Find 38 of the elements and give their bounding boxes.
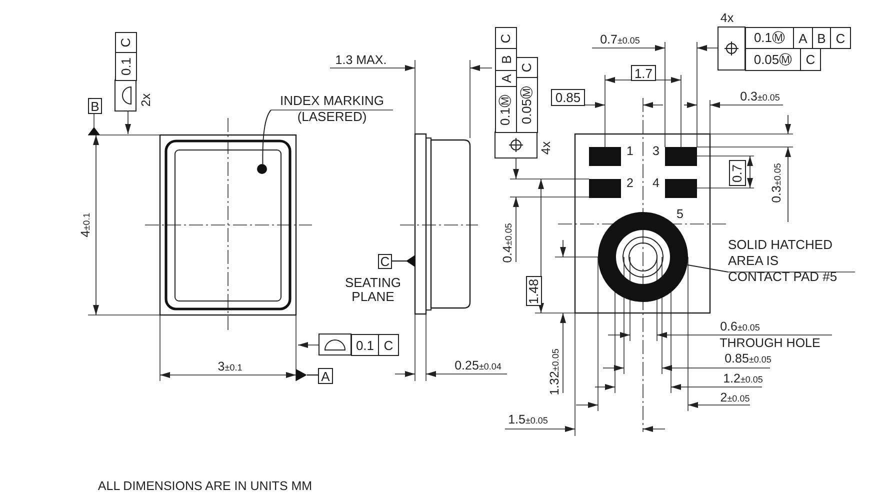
datum-letter: A: [318, 368, 333, 384]
datum-letter: C: [516, 57, 538, 78]
datum-letter: C: [378, 254, 392, 269]
datum-letter: B: [495, 48, 517, 71]
dimension-text: 0.7: [729, 160, 746, 186]
dimension-text: 1.48: [526, 276, 542, 306]
callout-text: INDEX MARKING (LASERED): [271, 93, 393, 125]
note-text: THROUGH HOLE: [720, 336, 820, 350]
tolerance-value: 0.1Ⓜ: [495, 86, 517, 133]
dimension-text: 1.7: [631, 65, 656, 81]
count-note: 4x: [720, 11, 734, 25]
tolerance-value: 0.1: [115, 52, 137, 81]
dimension-text: 1.3 MAX.: [335, 53, 387, 67]
datum-letter: C: [800, 48, 821, 71]
datum-letter: C: [378, 334, 399, 356]
pin-number: 3: [652, 144, 660, 158]
datum-letter: C: [115, 32, 137, 53]
count-note: 4x: [539, 141, 553, 155]
datum-letter: B: [88, 98, 102, 114]
pin-number: 1: [626, 144, 634, 158]
datum-letter: C: [830, 27, 851, 49]
pin-number: 4: [652, 176, 660, 190]
leader-line: [262, 110, 272, 165]
tolerance-value: 0.1Ⓜ: [745, 27, 794, 49]
count-note: 2x: [139, 93, 153, 107]
note-text: SEATING PLANE: [344, 276, 402, 304]
datum-letter: B: [812, 27, 831, 49]
tolerance-value: 0.1: [351, 334, 379, 356]
datum-letter: C: [495, 27, 517, 49]
pin-number: 2: [626, 176, 634, 190]
dimension-text: 0.85: [551, 89, 585, 106]
callout-text: SOLID HATCHED AREA IS CONTACT PAD #5: [728, 237, 838, 285]
note-text: ALL DIMENSIONS ARE IN UNITS MM: [98, 479, 312, 493]
index-marking-dot: [257, 164, 267, 174]
tolerance-value: 0.05Ⓜ: [745, 48, 801, 71]
tolerance-value: 0.05Ⓜ: [516, 77, 538, 133]
pin-number: 5: [676, 207, 684, 221]
leader-line: [686, 264, 728, 272]
